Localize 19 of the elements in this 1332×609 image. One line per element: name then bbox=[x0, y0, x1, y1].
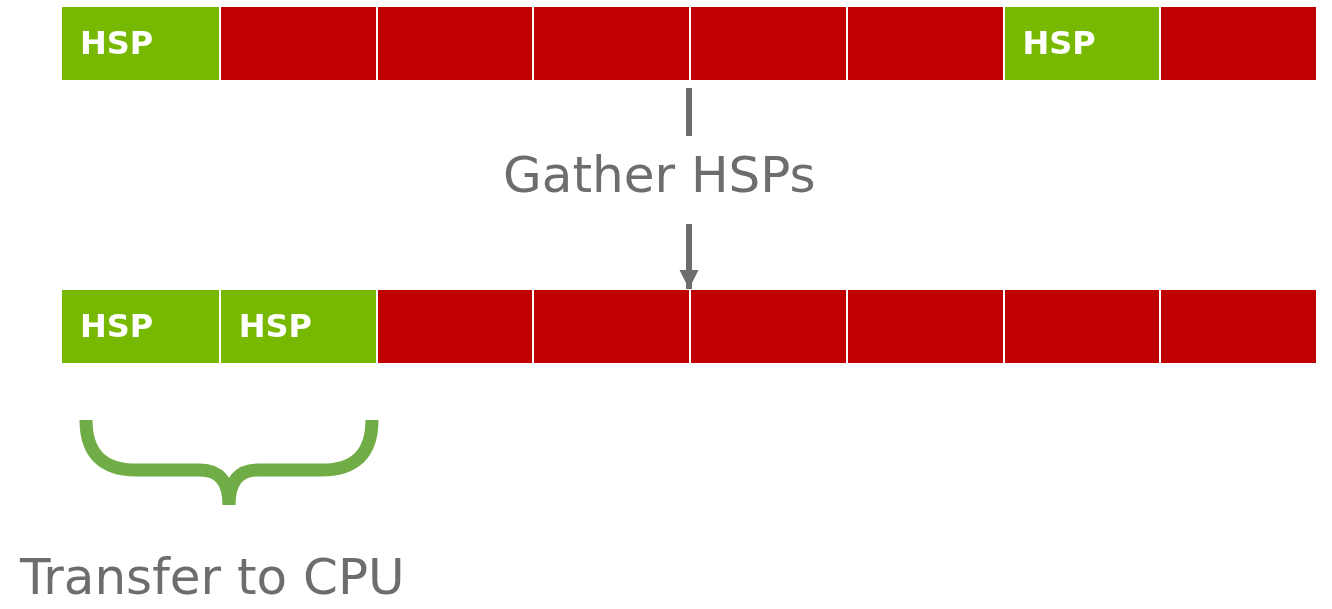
array-cell bbox=[534, 7, 689, 80]
hsp-cell: HSP bbox=[62, 7, 219, 80]
cell-array bbox=[62, 290, 1316, 363]
array-cell bbox=[1004, 290, 1160, 363]
array-cell bbox=[534, 290, 689, 363]
array-cell bbox=[220, 7, 376, 80]
array-cell bbox=[377, 290, 533, 363]
cell-array bbox=[62, 7, 1316, 80]
array-cell bbox=[691, 7, 846, 80]
hsp-cell: HSP bbox=[62, 290, 219, 363]
edge-label: Gather HSPs bbox=[503, 136, 816, 224]
hsp-cell: HSP bbox=[220, 290, 376, 363]
array-cell bbox=[847, 7, 1003, 80]
array-cell bbox=[847, 290, 1003, 363]
array-cell bbox=[691, 290, 846, 363]
hsp-cell: HSP bbox=[1004, 7, 1160, 80]
array-cell bbox=[1161, 290, 1316, 363]
array-cell bbox=[1161, 7, 1316, 80]
array-cell bbox=[377, 7, 533, 80]
